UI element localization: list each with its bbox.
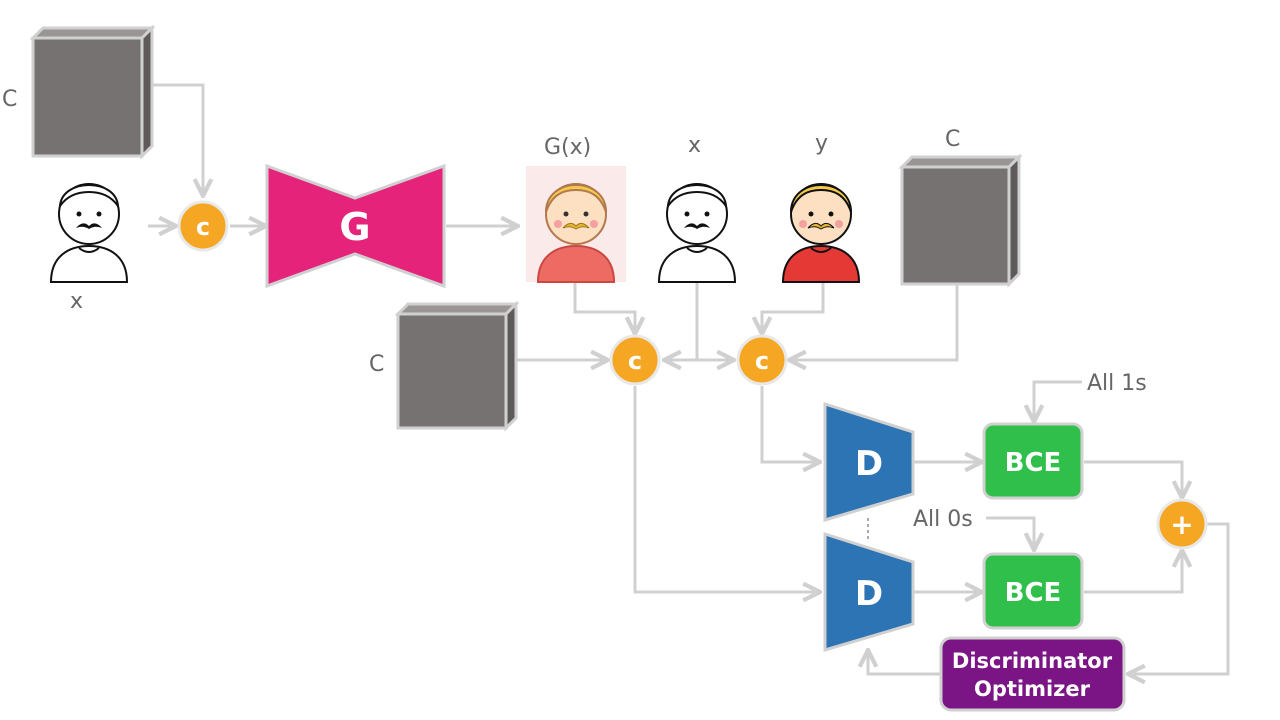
bce-bottom-box: BCE [982, 552, 1084, 630]
person-y [781, 183, 861, 283]
label-x-input: x [70, 289, 83, 314]
discriminator-top: D [823, 401, 915, 523]
edge-concat-2-to-d-bottom [633, 386, 820, 592]
concat-node-3-label: c [755, 347, 769, 375]
concat-node-2: c [609, 334, 661, 386]
discriminator-optimizer-box: Discriminator Optimizer [939, 636, 1126, 712]
edge-c-to-concat-1 [150, 83, 203, 196]
label-c-top-left: C [2, 87, 17, 112]
edge-optimizer-to-d [868, 650, 940, 676]
discriminator-top-label: D [855, 444, 883, 484]
edge-all-ones-to-bce-top [1034, 380, 1082, 422]
label-gx: G(x) [544, 135, 591, 160]
edge-all-zeros-to-bce-bottom [986, 516, 1034, 550]
edge-cright-to-concat-3 [789, 284, 959, 360]
edge-plus-to-optimizer [1128, 522, 1230, 674]
generator-block: G [265, 163, 446, 289]
plus-node: + [1156, 498, 1208, 550]
condition-block-middle [394, 300, 520, 432]
concat-node-icon [736, 334, 788, 386]
person-x [657, 183, 737, 283]
bce-bottom-label: BCE [1005, 578, 1062, 608]
edge-x-to-concat-2 [664, 282, 699, 360]
concat-node-1: c [177, 200, 229, 252]
label-c-right: C [945, 127, 960, 152]
optimizer-label-line2: Optimizer [974, 677, 1091, 701]
discriminator-bottom: D [823, 531, 915, 653]
discriminator-bottom-label: D [855, 574, 883, 614]
optimizer-label-line1: Discriminator [952, 649, 1113, 673]
edge-bce-top-to-plus [1084, 460, 1182, 498]
label-all-ones: All 1s [1087, 371, 1147, 396]
plus-node-icon [1156, 498, 1208, 550]
plus-node-label: + [1170, 508, 1193, 541]
label-x: x [688, 133, 701, 158]
bce-top-box: BCE [982, 422, 1084, 500]
concat-node-icon [609, 334, 661, 386]
condition-block-top-left [29, 24, 156, 160]
person-x-input [49, 183, 129, 283]
connectors [148, 83, 1230, 676]
generator-label: G [339, 205, 370, 249]
label-all-zeros: All 0s [913, 507, 973, 532]
edge-concat-3-to-d-top [760, 386, 820, 462]
edge-y-to-concat-3 [762, 282, 825, 334]
label-y: y [815, 131, 828, 156]
concat-node-1-label: c [196, 213, 210, 241]
concat-node-3: c [736, 334, 788, 386]
label-c-middle: C [369, 352, 384, 377]
edge-gx-to-concat-2 [573, 282, 635, 334]
bce-top-label: BCE [1005, 448, 1062, 478]
concat-node-2-label: c [628, 347, 642, 375]
concat-node-icon [177, 200, 229, 252]
condition-block-right [898, 153, 1023, 288]
person-gx-generated [526, 166, 626, 283]
edge-bce-bottom-to-plus [1084, 550, 1182, 594]
